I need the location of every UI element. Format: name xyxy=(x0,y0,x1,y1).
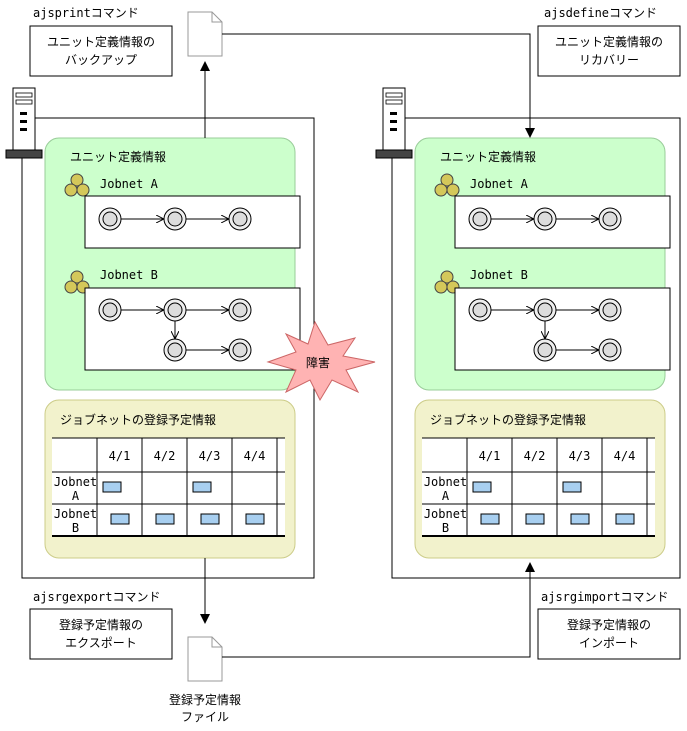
import-box xyxy=(537,608,681,660)
jobnet-icon xyxy=(440,270,454,284)
row-label: Jobnet xyxy=(54,507,97,521)
date-header: 4/2 xyxy=(154,449,176,463)
right-server-frame xyxy=(391,117,681,579)
row-label: A xyxy=(442,489,450,503)
schedule-mark xyxy=(562,481,582,493)
schedule-mark xyxy=(200,513,220,525)
schedule-mark xyxy=(525,513,545,525)
jobnet-b-label: Jobnet B xyxy=(470,268,528,282)
schedule-mark xyxy=(245,513,265,525)
row-label: Jobnet xyxy=(424,475,467,489)
date-header: 4/3 xyxy=(569,449,591,463)
export-command-label: ajsrgexportコマンド xyxy=(33,590,160,604)
schedule-mark xyxy=(480,513,500,525)
jobnet-b-box xyxy=(84,287,301,371)
import-line2: インポート xyxy=(579,636,639,650)
file-label-line2: ファイル xyxy=(181,710,229,724)
row-label: A xyxy=(72,489,80,503)
row-label: Jobnet xyxy=(54,475,97,489)
print-command-label: ajsprintコマンド xyxy=(33,6,139,20)
import-arrow xyxy=(222,562,535,658)
recovery-arrow xyxy=(222,33,535,138)
right-jobnets: Jobnet A Jobnet B xyxy=(434,173,671,371)
import-command-label: ajsrgimportコマンド xyxy=(541,590,668,604)
schedule-mark xyxy=(155,513,175,525)
schedule-file-icon xyxy=(187,636,223,682)
jobnet-icon xyxy=(70,270,84,284)
recovery-box xyxy=(537,25,681,77)
jobnet-b-box xyxy=(454,287,671,371)
date-header: 4/2 xyxy=(524,449,546,463)
schedule-mark xyxy=(615,513,635,525)
backup-box xyxy=(29,25,173,77)
export-line2: エクスポート xyxy=(65,636,137,650)
jobnet-b-label: Jobnet B xyxy=(100,268,158,282)
file-label-line1: 登録予定情報 xyxy=(169,692,241,707)
right-unit-title: ユニット定義情報 xyxy=(440,149,536,164)
jobnet-a-label: Jobnet A xyxy=(470,177,529,191)
date-header: 4/3 xyxy=(199,449,221,463)
schedule-mark xyxy=(192,481,212,493)
recovery-line2: リカバリー xyxy=(579,53,639,67)
left-jobnets: Jobnet A Jobnet B xyxy=(64,173,301,371)
backup-line1: ユニット定義情報の xyxy=(47,34,155,49)
jobnet-icon xyxy=(440,173,454,187)
failure-label: 障害 xyxy=(306,355,330,370)
date-header: 4/4 xyxy=(244,449,266,463)
jobnet-icon xyxy=(70,173,84,187)
schedule-mark xyxy=(570,513,590,525)
import-line1: 登録予定情報の xyxy=(567,617,651,632)
left-server-icon xyxy=(5,87,43,159)
row-label: Jobnet xyxy=(424,507,467,521)
schedule-mark xyxy=(472,481,492,493)
left-unit-title: ユニット定義情報 xyxy=(70,149,166,164)
row-label: B xyxy=(442,521,449,535)
jobnet-a-label: Jobnet A xyxy=(100,177,159,191)
right-schedule-title: ジョブネットの登録予定情報 xyxy=(430,412,586,427)
backup-file-icon xyxy=(187,11,223,57)
export-line1: 登録予定情報の xyxy=(59,617,143,632)
recovery-line1: ユニット定義情報の xyxy=(555,34,663,49)
failure-burst xyxy=(266,320,376,402)
export-box xyxy=(29,608,173,660)
date-header: 4/1 xyxy=(479,449,501,463)
define-command-label: ajsdefineコマンド xyxy=(544,6,657,20)
schedule-mark xyxy=(110,513,130,525)
date-header: 4/1 xyxy=(109,449,131,463)
right-server-icon xyxy=(375,87,413,159)
schedule-mark xyxy=(102,481,122,493)
row-label: B xyxy=(72,521,79,535)
date-header: 4/4 xyxy=(614,449,636,463)
backup-line2: バックアップ xyxy=(65,53,137,67)
left-schedule-title: ジョブネットの登録予定情報 xyxy=(60,412,216,427)
